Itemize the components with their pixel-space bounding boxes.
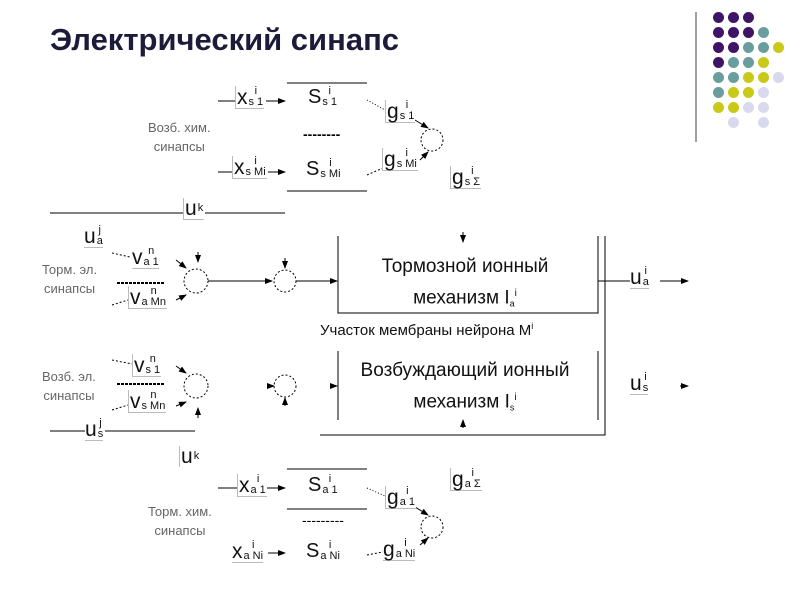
decorative-dot [758, 87, 769, 98]
inhibitory-mechanism-label: Тормозной ионный механизм Iai [381, 256, 549, 309]
decorative-dot [743, 87, 754, 98]
decorative-dot [728, 87, 739, 98]
decorative-dot [728, 27, 739, 38]
membrane-section-label: Участок мембраны нейрона Mi [320, 321, 534, 339]
slide-title: Электрический синапс [50, 22, 400, 57]
decorative-dot [728, 12, 739, 23]
decorative-dot [743, 27, 754, 38]
decorative-divider [695, 12, 697, 142]
ellipsis-bottom: --------- [302, 512, 344, 528]
decorative-dot [773, 72, 784, 83]
exc-chem-synapses-label: Возб. хим.синапсы [148, 120, 211, 154]
decorative-dot [758, 72, 769, 83]
decorative-dot [758, 57, 769, 68]
decorative-dot [758, 42, 769, 53]
decorative-dot [728, 117, 739, 128]
decorative-dot [743, 72, 754, 83]
decorative-dot [758, 117, 769, 128]
decorative-dot [743, 42, 754, 53]
ellipsis-top: -------- [303, 126, 341, 142]
decorative-dot [743, 57, 754, 68]
decorative-dot [728, 72, 739, 83]
decorative-dot [728, 102, 739, 113]
decorative-dot [728, 42, 739, 53]
decorative-dot [743, 102, 754, 113]
excitatory-mechanism-label: Возбуждающий ионный механизм Isi [360, 360, 570, 413]
decorative-dot [713, 27, 724, 38]
decorative-dot [713, 12, 724, 23]
inh-el-synapses-label: Торм. эл.синапсы [42, 262, 98, 296]
decorative-dot [758, 27, 769, 38]
decorative-dot [758, 102, 769, 113]
decorative-dot [743, 12, 754, 23]
decorative-dot [713, 72, 724, 83]
decorative-dot [713, 42, 724, 53]
exc-el-synapses-label: Возб. эл.синапсы [42, 369, 96, 403]
decorative-dot [713, 87, 724, 98]
decorative-dot [713, 57, 724, 68]
decorative-dot [773, 42, 784, 53]
decorative-dot [713, 102, 724, 113]
decorative-dot [728, 57, 739, 68]
inh-chem-synapses-label: Торм. хим.синапсы [148, 504, 212, 538]
